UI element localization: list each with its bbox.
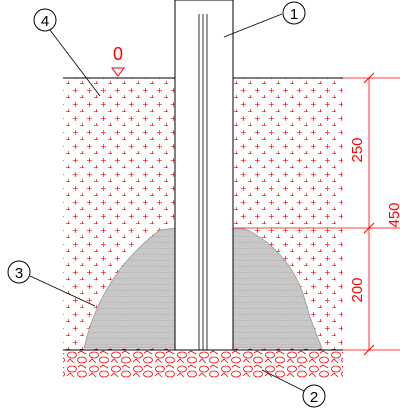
callout-4-number: 4	[41, 13, 49, 30]
callout-2: 2	[261, 369, 326, 408]
callout-3-number: 3	[15, 265, 23, 282]
dimension-lines: 250 200 450	[233, 72, 400, 356]
pole	[174, 0, 234, 351]
callout-1-number: 1	[290, 6, 298, 23]
callout-1: 1	[223, 1, 306, 38]
callout-4: 4	[33, 8, 101, 97]
callout-3: 3	[7, 260, 96, 307]
level-mark-label: 0	[113, 44, 123, 64]
callout-2-number: 2	[310, 389, 318, 406]
level-mark: 0	[111, 44, 125, 77]
dimension-upper-label: 250	[349, 137, 366, 162]
concrete-footing	[83, 227, 323, 349]
dimension-total-label: 450	[386, 202, 400, 227]
gravel-bed	[63, 350, 343, 378]
backfill-soil	[63, 78, 343, 350]
dimension-lower-label: 200	[349, 277, 366, 302]
